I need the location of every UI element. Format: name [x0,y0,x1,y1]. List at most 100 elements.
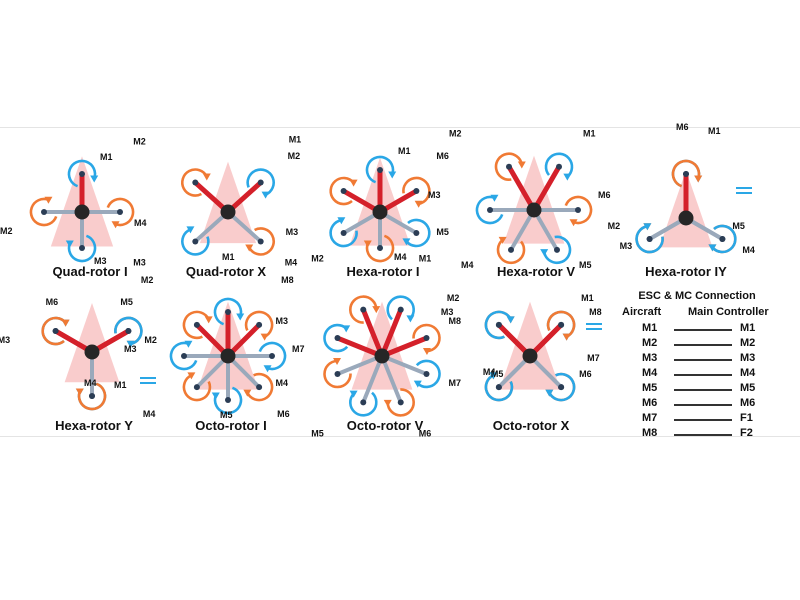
caption-hexa-rotor-y: Hexa-rotor Y [55,418,133,433]
arrowhead [236,313,245,321]
arrowhead [333,357,342,365]
connection-line [674,374,732,376]
center-hub [84,344,100,360]
counter-clockwise-rotation-arrow [181,228,210,256]
controller-port: F1 [740,412,753,424]
arrowhead [489,372,498,380]
motor-mount [377,245,383,251]
clockwise-rotation-arrow [29,197,58,227]
counter-clockwise-rotation-arrow [169,341,198,371]
motor-mount [719,236,726,242]
caption-hexa-rotor-iy: Hexa-rotor IY [645,264,727,279]
controller-port: M6 [740,397,756,409]
clockwise-rotation-arrow [329,176,355,206]
arrowhead [260,333,269,341]
motor-label: M4 [84,378,97,388]
motor-mount [257,179,264,186]
motor-label: M1 [581,293,594,303]
clockwise-rotation-arrow [41,316,67,346]
motor-label: M1 [289,135,302,145]
motor-label: M3 [275,316,288,326]
motor-mount [556,163,562,170]
connection-line [674,434,732,436]
arrowhead [506,316,515,324]
motor-label: M5 [436,227,449,237]
arm [506,164,537,213]
arrowhead [184,340,193,348]
counter-clockwise-rotation-arrow [475,195,504,225]
arrowhead [61,319,70,327]
counter-clockwise-rotation-arrow [323,323,349,353]
arrowhead [263,365,272,373]
clockwise-rotation-arrow [248,227,276,256]
aircraft-port: M1 [642,322,658,334]
clockwise-rotation-arrow [402,176,431,206]
arm [335,354,384,376]
motor-mount [257,238,264,245]
motor-label: M5 [491,369,504,379]
divider-line [0,127,800,128]
controller-port: M5 [740,382,756,394]
arrowhead [517,161,526,169]
connection-line [674,389,732,391]
counter-clockwise-rotation-arrow [329,218,358,248]
arrowhead [383,399,392,407]
arrowhead [414,200,423,208]
motor-mount [495,384,502,391]
motor-label: M1 [419,254,432,264]
motor-label: M3 [124,344,137,354]
motor-mount [256,384,263,391]
arrowhead [498,236,507,244]
motor-mount [193,384,200,391]
clockwise-rotation-arrow [180,168,208,197]
arm [532,208,559,252]
arrowhead [402,238,411,246]
motor-mount [256,321,263,328]
motor-label: M4 [134,218,147,228]
clockwise-rotation-arrow [564,195,593,225]
arrowhead [202,173,211,181]
clockwise-rotation-arrow [671,159,701,188]
arrowhead [490,194,499,202]
counter-clockwise-rotation-arrow [213,386,243,415]
motor-label: M4 [275,378,288,388]
motor-label: M2 [449,129,462,139]
motor-mount [340,230,347,236]
motor-label: M6 [436,151,449,161]
aircraft-port: M2 [642,337,658,349]
motor-label: M6 [579,369,592,379]
motor-label: M1 [583,129,596,139]
arm [361,354,384,405]
motor-mount [79,171,85,177]
arrowhead [204,316,213,324]
center-hub [374,348,390,364]
clockwise-rotation-arrow [182,310,210,340]
clockwise-rotation-arrow [496,238,526,265]
clockwise-rotation-arrow [412,323,441,353]
motor-label: M3 [94,256,107,266]
aircraft-port: M6 [642,397,658,409]
counter-clockwise-rotation-arrow [246,168,275,196]
motor-mount [413,188,420,194]
arrowhead [372,306,381,314]
motor-label: M3 [620,241,633,251]
arrowhead [75,388,84,396]
center-hub [220,204,236,220]
arrowhead [563,173,572,181]
motor-mount [558,384,565,391]
aircraft-port: M4 [642,367,658,379]
motor-mount [506,163,512,170]
motor-label: M3 [428,190,441,200]
motor-label: M2 [0,226,13,236]
arrowhead [349,179,358,187]
counter-clockwise-rotation-arrow [365,155,395,184]
arrowhead [187,372,196,380]
